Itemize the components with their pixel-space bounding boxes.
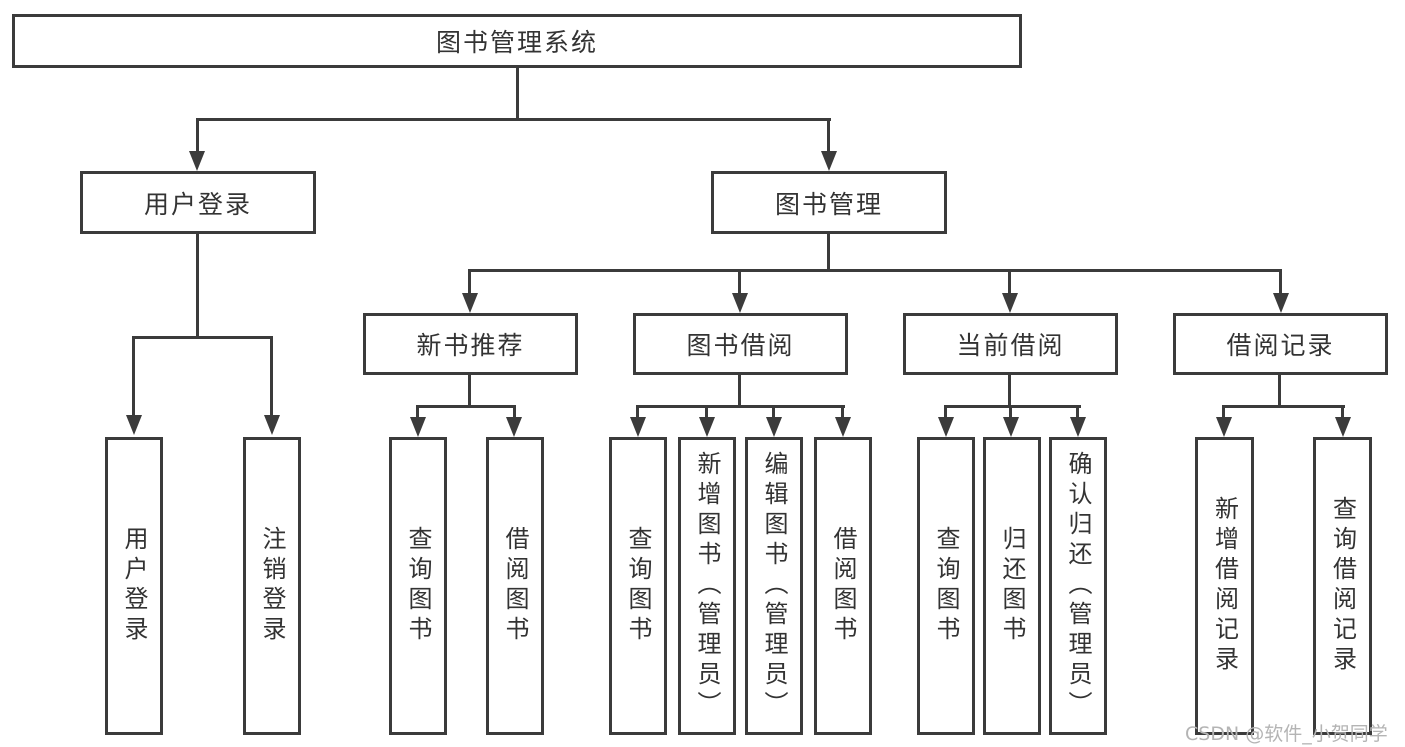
edge-branch-br-query-record [1341,405,1344,419]
node-library-management-system: 图书管理系统 [12,14,1022,68]
edge-branch-rec-query-book [416,405,419,419]
edge-branch-current-borrow [1008,269,1011,295]
edge-branch-bb-add-book [705,405,708,419]
node-book-management: 图书管理 [711,171,947,234]
arrowhead-rec-borrow-book [506,417,522,437]
arrowhead-bb-borrow-book [835,417,851,437]
node-new-book-recommend: 新书推荐 [363,313,578,375]
node-label: 用户登录 [143,189,252,219]
edge-branch-leaf-user-login [132,336,135,417]
leaf-bb-query-book: 查询图书 [609,437,667,735]
edge-branch-cb-return-book [1009,405,1012,419]
arrowhead-bb-query-book [630,417,646,437]
arrowhead-br-query-record [1335,417,1351,437]
arrowhead-borrow-records [1273,293,1289,313]
arrowhead-cb-query-book [938,417,954,437]
edge-new-book-rec-hline [416,405,516,408]
leaf-cb-return-book: 归还图书 [983,437,1041,735]
node-current-borrow: 当前借阅 [903,313,1118,375]
leaf-rec-query-book: 查询图书 [389,437,447,735]
node-label: 查询图书 [404,526,432,646]
node-label: 归还图书 [998,526,1026,646]
edge-branch-leaf-logout [270,336,273,417]
edge-user-login-hline [132,336,273,339]
edge-current-borrow-stem [1008,375,1011,408]
node-label: 图书借阅 [686,331,795,360]
node-label: 注销登录 [258,526,286,646]
edge-borrow-records-stem [1278,375,1281,408]
arrowhead-current-borrow [1002,293,1018,313]
edge-root-stem [516,68,519,120]
node-label: 查询图书 [624,526,652,646]
node-label: 当前借阅 [956,331,1065,360]
node-label: 新书推荐 [416,331,525,360]
node-label: 查询借阅记录 [1328,496,1357,676]
leaf-user-login: 用户登录 [105,437,163,735]
node-label: 借阅图书 [829,526,857,646]
edge-branch-bb-borrow-book [841,405,844,419]
leaf-bb-edit-book-admin: 编辑图书（管理员） [745,437,803,735]
leaf-rec-borrow-book: 借阅图书 [486,437,544,735]
leaf-br-add-record: 新增借阅记录 [1195,437,1254,735]
edge-branch-rec-borrow-book [513,405,516,419]
edge-book-mgmt-stem [827,234,830,272]
arrowhead-br-add-record [1216,417,1232,437]
edge-borrow-records-hline [1222,405,1345,408]
node-label: 用户登录 [120,526,148,646]
arrowhead-cb-confirm-return [1070,417,1086,437]
edge-branch-cb-confirm-return [1076,405,1079,419]
csdn-watermark: CSDN @软件_小贺同学 [1185,723,1388,745]
leaf-cb-query-book: 查询图书 [917,437,975,735]
arrowhead-bb-add-book [699,417,715,437]
edge-book-borrow-stem [738,375,741,408]
node-label: 确认归还（管理员） [1064,451,1092,721]
node-label: 编辑图书（管理员） [760,451,788,721]
arrowhead-rec-query-book [410,417,426,437]
node-book-borrow: 图书借阅 [633,313,848,375]
node-borrow-records: 借阅记录 [1173,313,1388,375]
leaf-logout: 注销登录 [243,437,301,735]
edge-current-borrow-hline [944,405,1081,408]
edge-root-hline [196,118,831,121]
node-label: 借阅图书 [501,526,529,646]
edge-branch-bb-edit-book [772,405,775,419]
arrowhead-new-book-rec [462,293,478,313]
arrowhead-book-mgmt [821,151,837,171]
leaf-cb-confirm-return-admin: 确认归还（管理员） [1049,437,1107,735]
node-label: 新增图书（管理员） [693,451,721,721]
arrowhead-book-borrow [732,293,748,313]
edge-new-book-rec-stem [468,375,471,408]
leaf-bb-borrow-book: 借阅图书 [814,437,872,735]
node-label: 查询图书 [932,526,960,646]
edge-user-login-stem [196,234,199,337]
edge-branch-book-borrow [738,269,741,295]
edge-branch-br-add-record [1222,405,1225,419]
node-label: 图书管理系统 [435,28,598,57]
edge-branch-borrow-records [1279,269,1282,295]
edge-branch-bb-query-book [636,405,639,419]
arrowhead-cb-return-book [1003,417,1019,437]
edge-branch-cb-query-book [944,405,947,419]
arrowhead-user-login [189,151,205,171]
edge-book-mgmt-hline [468,269,1282,272]
arrowhead-bb-edit-book [766,417,782,437]
leaf-br-query-record: 查询借阅记录 [1313,437,1372,735]
edge-root-branch-book-mgmt [827,118,830,153]
edge-book-borrow-hline [636,405,845,408]
node-label: 新增借阅记录 [1210,496,1239,676]
arrowhead-leaf-user-login [126,415,142,435]
node-label: 借阅记录 [1226,331,1335,360]
edge-branch-new-book-rec [468,269,471,295]
node-user-login: 用户登录 [80,171,316,234]
leaf-bb-add-book-admin: 新增图书（管理员） [678,437,736,735]
node-label: 图书管理 [774,189,883,219]
arrowhead-leaf-logout [264,415,280,435]
edge-root-branch-user-login [196,118,199,153]
